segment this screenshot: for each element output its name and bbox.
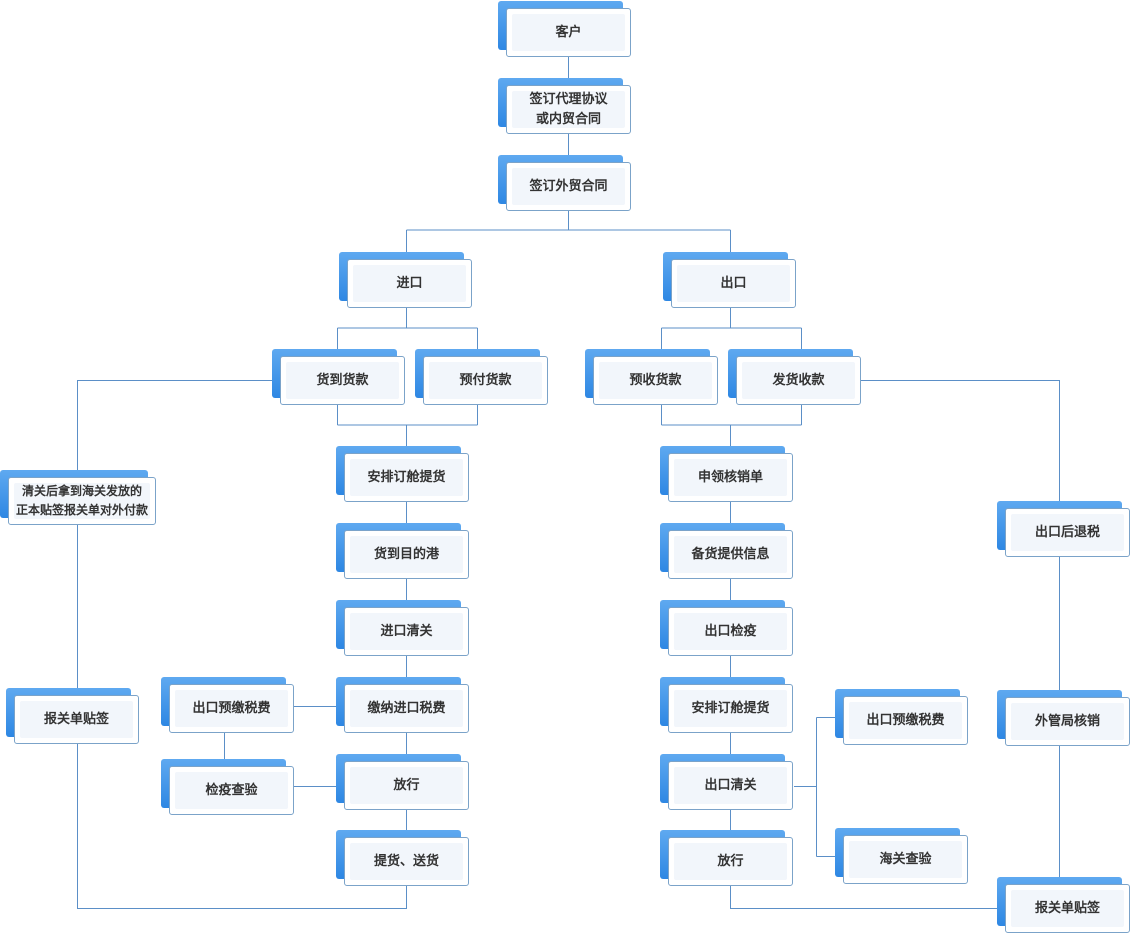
node-exp-release: 放行 [660, 830, 793, 886]
node-pay-after-clearance: 清关后拿到海关发放的 正本贴签报关单对外付款 [0, 470, 156, 525]
node-label: 出口检疫 [704, 623, 757, 639]
node-label: 预付货款 [459, 372, 512, 388]
node-label: 发货收款 [772, 372, 825, 388]
node-label: 出口后退税 [1034, 524, 1100, 540]
node-sign-foreign-contract: 签订外贸合同 [498, 155, 631, 211]
node-exp-customs-inspect: 海关查验 [835, 828, 968, 884]
node-label: 外管局核销 [1034, 713, 1100, 729]
node-label: 缴纳进口税费 [367, 700, 446, 716]
node-label: 出口预缴税费 [192, 700, 271, 716]
node-label: 清关后拿到海关发放的 正本贴签报关单对外付款 [15, 484, 148, 517]
node-exp-book-ship: 安排订舱提货 [660, 677, 793, 733]
node-label: 签订外贸合同 [529, 178, 608, 194]
node-export: 出口 [663, 252, 796, 308]
node-label: 提货、送货 [373, 853, 439, 869]
node-imp-release: 放行 [336, 754, 469, 810]
node-label: 安排订舱提货 [367, 469, 446, 485]
node-label: 进口清关 [380, 623, 433, 639]
node-imp-arrive-port: 货到目的港 [336, 523, 469, 579]
node-imp-pay-tax: 缴纳进口税费 [336, 677, 469, 733]
node-exp-apply-verify: 申领核销单 [660, 446, 793, 502]
node-customer: 客户 [498, 1, 631, 57]
node-label: 检疫查验 [205, 782, 258, 798]
node-label: 进口 [396, 275, 423, 291]
node-exp-prepare-info: 备货提供信息 [660, 523, 793, 579]
node-label: 出口预缴税费 [866, 712, 945, 728]
node-label: 报关单贴签 [43, 711, 109, 727]
node-exp-decl-label: 报关单贴签 [997, 877, 1130, 933]
node-label: 备货提供信息 [691, 546, 770, 562]
node-pay-on-arrival: 货到货款 [272, 349, 405, 405]
node-exp-tax-refund: 出口后退税 [997, 501, 1130, 557]
node-label: 安排订舱提货 [691, 700, 770, 716]
node-ship-receive: 发货收款 [728, 349, 861, 405]
node-label: 放行 [393, 777, 420, 793]
node-prepay: 预付货款 [415, 349, 548, 405]
node-imp-pickup-deliver: 提货、送货 [336, 830, 469, 886]
node-label: 出口 [720, 275, 747, 291]
node-label: 货到货款 [316, 372, 369, 388]
node-imp-prepay-tax: 出口预缴税费 [161, 677, 294, 733]
node-exp-forex-verify: 外管局核销 [997, 690, 1130, 746]
node-sign-agency-contract: 签订代理协议 或内贸合同 [498, 78, 631, 134]
node-label: 报关单贴签 [1034, 900, 1100, 916]
node-label: 签订代理协议 或内贸合同 [529, 91, 608, 127]
node-label: 预收货款 [629, 372, 682, 388]
node-import: 进口 [339, 252, 472, 308]
node-exp-clearance: 出口清关 [660, 754, 793, 810]
node-imp-quarantine: 检疫查验 [161, 759, 294, 815]
node-label: 货到目的港 [373, 546, 439, 562]
node-imp-clearance: 进口清关 [336, 600, 469, 656]
node-label: 申领核销单 [697, 469, 763, 485]
node-exp-prepay-tax: 出口预缴税费 [835, 689, 968, 745]
node-label: 海关查验 [879, 851, 932, 867]
node-label: 客户 [555, 24, 582, 40]
node-imp-book-ship: 安排订舱提货 [336, 446, 469, 502]
node-imp-decl-label: 报关单贴签 [6, 688, 139, 744]
node-exp-quarantine: 出口检疫 [660, 600, 793, 656]
node-label: 放行 [717, 853, 744, 869]
node-label: 出口清关 [704, 777, 757, 793]
node-pre-receive: 预收货款 [585, 349, 718, 405]
